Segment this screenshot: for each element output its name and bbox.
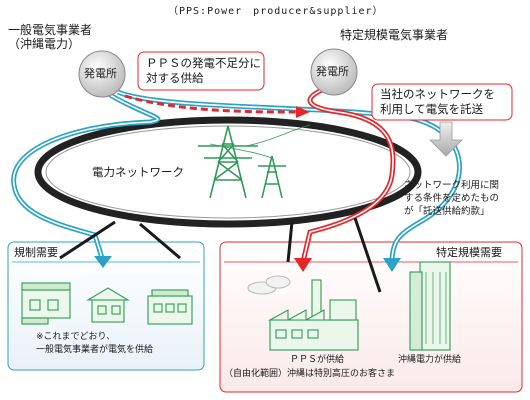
pps-supply-label: ＰＰＳが供給 <box>290 355 345 365</box>
shortfall-callout-box <box>137 51 265 91</box>
regulated-demand-title: 規制需要 <box>14 246 58 259</box>
conditions-note-line1: ネットワーク利用に関 <box>404 180 500 191</box>
shortfall-supply-arrow <box>124 94 310 118</box>
wheeling-callout-box <box>371 83 513 121</box>
down-arrow-icon <box>429 121 463 157</box>
okinawa-supply-path <box>11 89 462 272</box>
shortfall-callout-line2: 対する供給 <box>146 71 204 85</box>
right-plant-label: 発電所 <box>316 65 349 78</box>
factory-icon <box>21 282 71 325</box>
conditions-note-line2: する条件を定めたもの <box>404 193 500 204</box>
transmission-tower-icon <box>198 124 311 199</box>
office-building-icon <box>409 261 451 351</box>
regulated-note-line1: ※これまでどおり、 <box>36 332 116 342</box>
house-icon <box>86 287 130 323</box>
right-power-plant-icon <box>310 48 358 96</box>
network-connectors <box>59 217 382 293</box>
left-plant-label: 発電所 <box>84 67 117 80</box>
conditions-note-line3: が「託送供給約款」 <box>404 206 490 217</box>
shortfall-callout-line1: ＰＰＳの発電不足分に <box>146 56 261 70</box>
power-network-ring <box>34 116 422 228</box>
regulated-note-line2: 一般電気事業者が電気を供給 <box>36 345 154 355</box>
pps-supply-path <box>294 87 396 272</box>
industrial-plant-icon <box>247 275 359 351</box>
specified-demand-title: 特定規模需要 <box>436 246 502 259</box>
specified-utility-label: 特定規模電気事業者 <box>340 28 449 42</box>
left-power-plant-icon <box>78 50 126 98</box>
general-utility-sublabel: （沖縄電力） <box>8 37 81 51</box>
shop-icon <box>147 289 193 325</box>
okinawa-supply-label: 沖縄電力が供給 <box>398 355 462 365</box>
wheeling-callout-line1: 当社のネットワークを <box>380 87 495 101</box>
network-label: 電力ネットワーク <box>92 165 184 179</box>
pps-definition-note: （PPS:Power producer&supplier） <box>168 6 384 17</box>
wheeling-callout-line2: 利用して電気を託送 <box>380 102 484 116</box>
general-utility-label: 一般電気事業者 <box>8 23 93 37</box>
liberalized-range-note: （自由化範囲）沖縄は特別高圧のお客さま <box>224 369 396 379</box>
